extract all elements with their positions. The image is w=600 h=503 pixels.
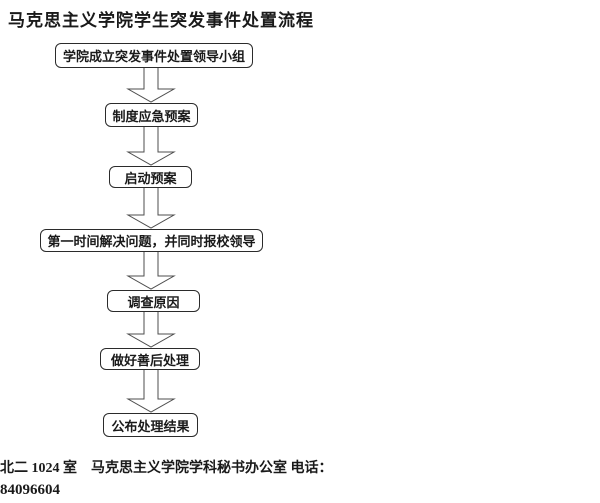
flow-step-publish-result: 公布处理结果 — [103, 413, 198, 437]
flow-step-label: 公布处理结果 — [111, 418, 190, 434]
down-arrow-icon — [126, 127, 176, 166]
down-arrow-icon — [126, 252, 176, 290]
flow-step-label: 学院成立突发事件处置领导小组 — [62, 49, 245, 64]
footer-office-info: 北二 1024 室 马克思主义学院学科秘书办公室 电话： — [0, 461, 333, 476]
flow-step-label: 启动预案 — [124, 170, 177, 186]
down-arrow-icon — [126, 188, 176, 229]
flow-step-label: 第一时间解决问题，并同时报校领导 — [47, 234, 256, 249]
down-arrow-icon — [126, 68, 176, 103]
flow-step-label: 做好善后处理 — [110, 352, 189, 368]
page-title: 马克思主义学院学生突发事件处置流程 — [8, 11, 314, 30]
flow-step-solve-and-report: 第一时间解决问题，并同时报校领导 — [40, 229, 263, 252]
flow-step-start-plan: 启动预案 — [109, 166, 192, 188]
flow-step-aftermath-handling: 做好善后处理 — [100, 348, 200, 370]
flow-step-establish-leading-group: 学院成立突发事件处置领导小组 — [55, 43, 253, 68]
flow-step-label: 调查原因 — [127, 294, 180, 310]
flow-step-investigate-cause: 调查原因 — [107, 290, 200, 312]
flow-step-label: 制度应急预案 — [112, 108, 191, 124]
footer-phone-number: 84096604 — [0, 482, 60, 498]
flow-step-emergency-plan: 制度应急预案 — [105, 103, 198, 127]
down-arrow-icon — [126, 312, 176, 348]
down-arrow-icon — [126, 370, 176, 413]
